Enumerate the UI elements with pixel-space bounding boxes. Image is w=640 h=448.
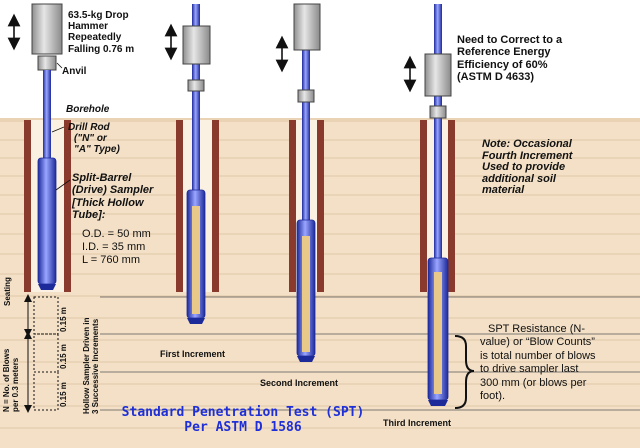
rig-1 (31, 3, 63, 290)
drill-rod-2 (192, 4, 200, 190)
drill-rod-1 (43, 70, 51, 158)
drill-rod-4 (434, 4, 442, 258)
anvil-1 (37, 55, 57, 71)
leader-lines (51, 62, 71, 191)
sample-2 (192, 206, 200, 314)
blow-count-brace (454, 335, 475, 409)
sampler-shoe-3 (297, 356, 315, 362)
second-increment-label: Second Increment (260, 378, 339, 388)
rig-4 (424, 4, 452, 406)
sample-4 (434, 272, 442, 394)
increment-boxes (33, 296, 59, 411)
sampler-shoe-4 (428, 400, 448, 406)
anvil-3 (297, 89, 315, 103)
hammer-1 (31, 3, 63, 55)
drill-rod-3 (302, 4, 310, 220)
hammer-2 (182, 25, 211, 65)
anvil-2 (187, 79, 205, 92)
rig-2 (182, 4, 211, 324)
caption-title: Standard Penetration Test (SPT) (121, 405, 365, 420)
sample-3 (302, 236, 310, 352)
caption-standard: Per ASTM D 1586 (184, 419, 302, 435)
anvil-4 (429, 105, 447, 119)
first-increment-label: First Increment (160, 349, 226, 359)
soil-layer-lines (0, 139, 640, 429)
hammer-4 (424, 53, 452, 97)
rig-3 (293, 3, 321, 362)
seating-label: Seating (3, 277, 12, 306)
increment-dim-3: 0.15 m (59, 382, 68, 407)
increment-dim-1: 0.15 m (59, 307, 68, 332)
borehole-label: Borehole (66, 104, 110, 115)
sampler-1 (37, 157, 57, 285)
borehole-walls (24, 120, 455, 292)
hammer-3 (293, 3, 321, 51)
drill-rod-label: Drill Rod ("N" or "A" Type) (68, 122, 120, 156)
spt-resistance-label: SPT Resistance (N- value) or “Blow Count… (480, 323, 596, 403)
anvil-label: Anvil (62, 66, 87, 77)
caption: Standard Penetration Test (SPT) Per ASTM… (118, 405, 368, 435)
sampler-shoe-1 (38, 284, 56, 290)
increment-dim-2: 0.15 m (59, 344, 68, 369)
sampler-shoe-2 (187, 318, 205, 324)
sampler-label: Split-Barrel(Drive) Sampler [Thick Hollo… (72, 172, 154, 221)
third-increment-label: Third Increment (383, 418, 452, 428)
